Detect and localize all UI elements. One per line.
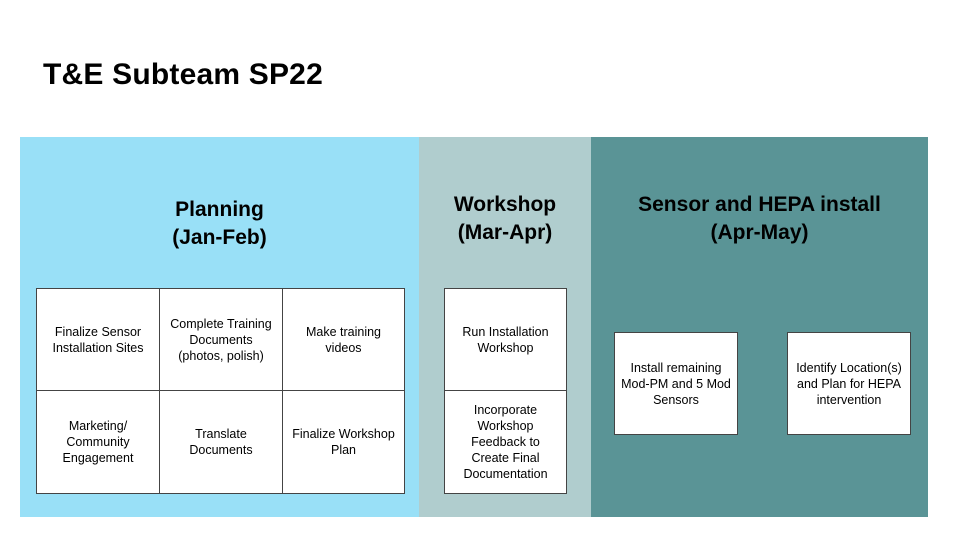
slide-title: T&E Subteam SP22 <box>43 58 323 91</box>
workshop-heading: Workshop (Mar-Apr) <box>453 193 557 244</box>
task-box: Run Installation Workshop <box>444 288 567 391</box>
install-heading: Sensor and HEPA install (Apr-May) <box>638 193 881 244</box>
task-box: Complete Training Documents (photos, pol… <box>159 288 283 391</box>
task-box: Make training videos <box>282 288 405 391</box>
task-box: Identify Location(s) and Plan for HEPA i… <box>787 332 911 435</box>
task-box: Marketing/ Community Engagement <box>36 390 160 494</box>
task-box: Finalize Workshop Plan <box>282 390 405 494</box>
task-box: Translate Documents <box>159 390 283 494</box>
task-box: Incorporate Workshop Feedback to Create … <box>444 390 567 494</box>
planning-heading: Planning (Jan-Feb) <box>172 198 267 249</box>
install-phase-panel: Sensor and HEPA install (Apr-May) <box>591 137 928 517</box>
task-box: Install remaining Mod-PM and 5 Mod Senso… <box>614 332 738 435</box>
task-box: Finalize Sensor Installation Sites <box>36 288 160 391</box>
